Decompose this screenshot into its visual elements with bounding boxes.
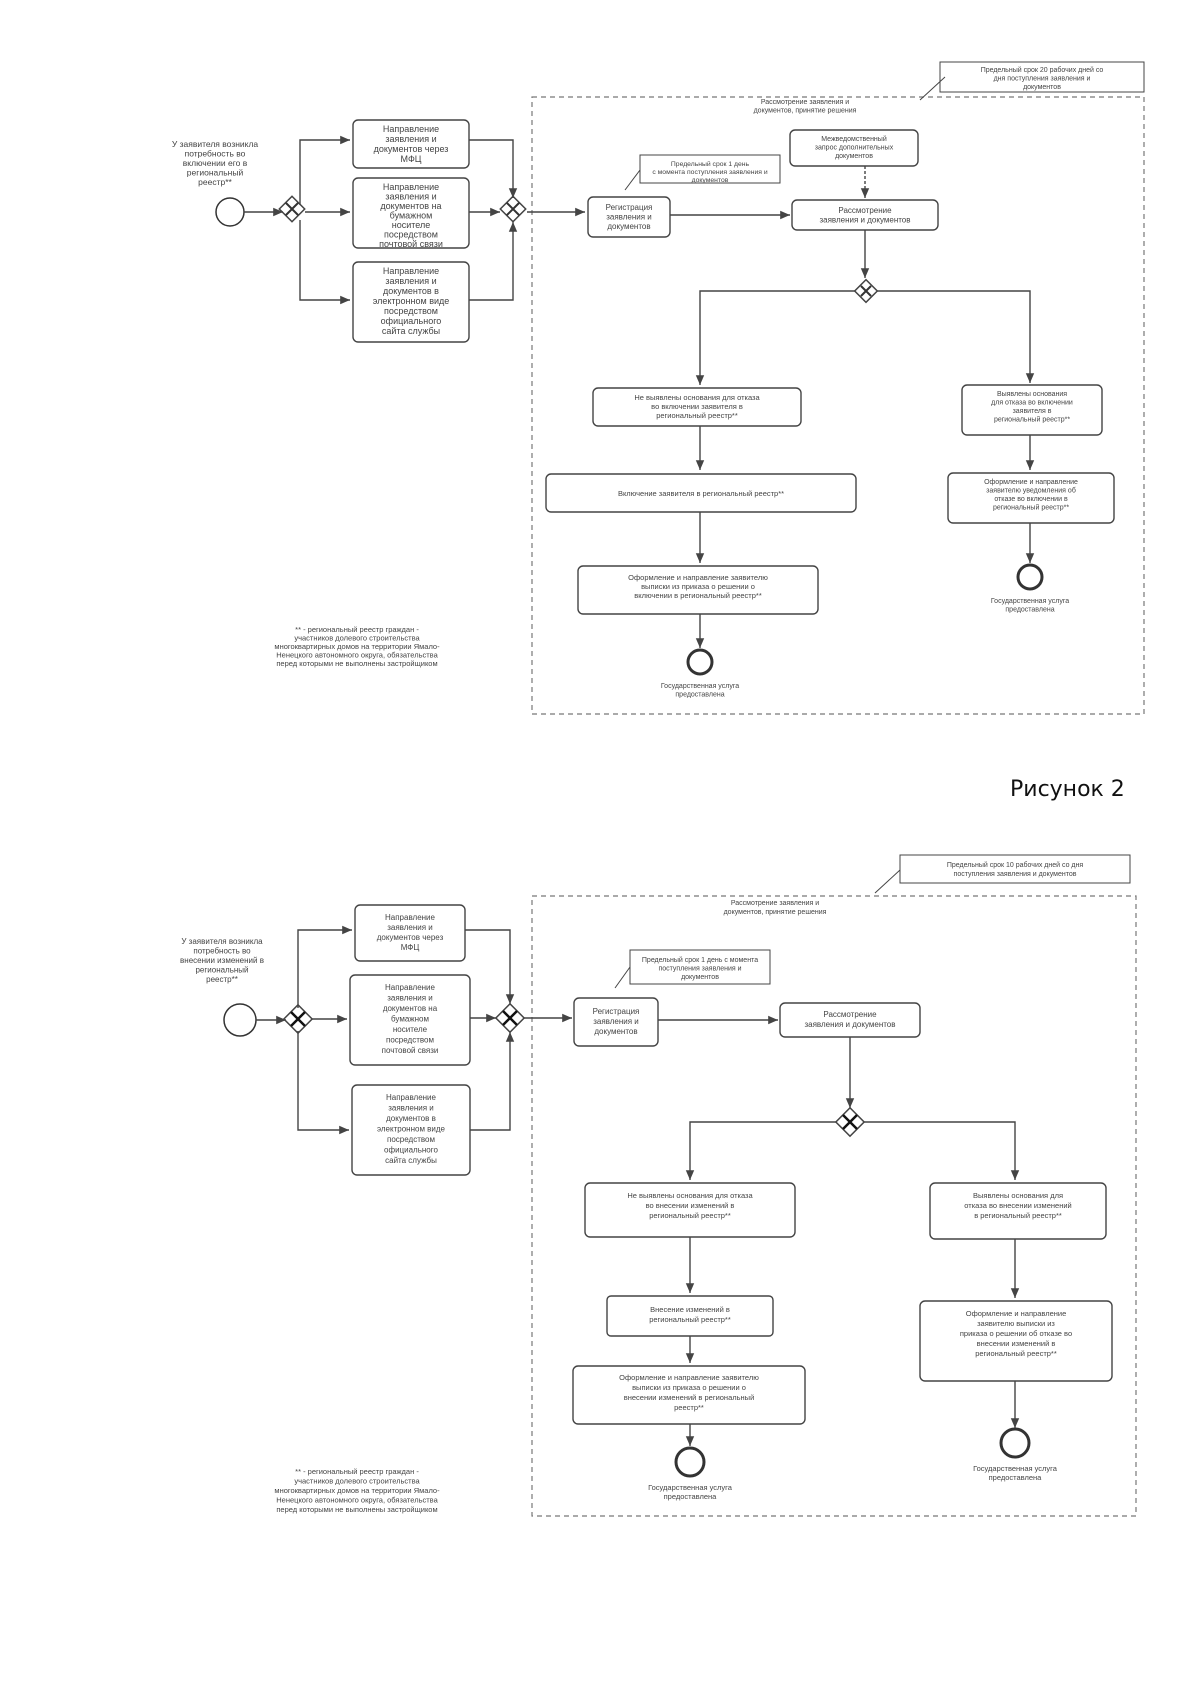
diagram-1 — [215, 61, 1145, 715]
note-deadline — [899, 854, 1131, 884]
note-deadline — [939, 61, 1145, 93]
issue-no-box — [919, 1300, 1113, 1382]
split-gateway — [282, 1003, 314, 1035]
figure-caption: Рисунок 2 — [1010, 777, 1125, 802]
channel-post-box — [352, 177, 470, 249]
join-gateway — [499, 195, 527, 223]
no-grounds-box — [592, 387, 802, 427]
split-gateway — [278, 195, 306, 223]
end-event-yes — [674, 1446, 706, 1478]
channel-mfc-box — [352, 119, 470, 169]
diagram-2 — [223, 854, 1137, 1517]
start-event — [223, 1003, 257, 1037]
channel-post-box — [349, 974, 471, 1066]
issue-yes-box — [572, 1365, 806, 1425]
request-box — [789, 129, 919, 167]
subprocess-container — [531, 96, 1145, 715]
decision-gateway — [834, 1106, 866, 1138]
grounds-box — [929, 1182, 1107, 1240]
channel-online-box — [352, 261, 470, 343]
start-event — [215, 197, 245, 227]
note-registration — [639, 154, 781, 184]
register-box — [573, 997, 659, 1047]
end-event-no — [999, 1427, 1031, 1459]
join-gateway — [494, 1002, 526, 1034]
issue-no-box — [947, 472, 1115, 524]
end-event-yes — [686, 648, 714, 676]
register-box — [587, 196, 671, 238]
end-event-no — [1016, 563, 1044, 591]
grounds-box — [961, 384, 1103, 436]
issue-yes-box — [577, 565, 819, 615]
decision-gateway — [853, 278, 879, 304]
subprocess-container — [531, 895, 1137, 1517]
channel-mfc-box — [354, 904, 466, 962]
note-registration — [629, 949, 771, 985]
footnote: ** - региональный реестр граждан -участн… — [274, 1467, 440, 1514]
footnote: ** - региональный реестр граждан -участн… — [274, 625, 440, 668]
include-label: Включение заявителя в региональный реест… — [618, 489, 784, 498]
include-box — [545, 473, 857, 513]
